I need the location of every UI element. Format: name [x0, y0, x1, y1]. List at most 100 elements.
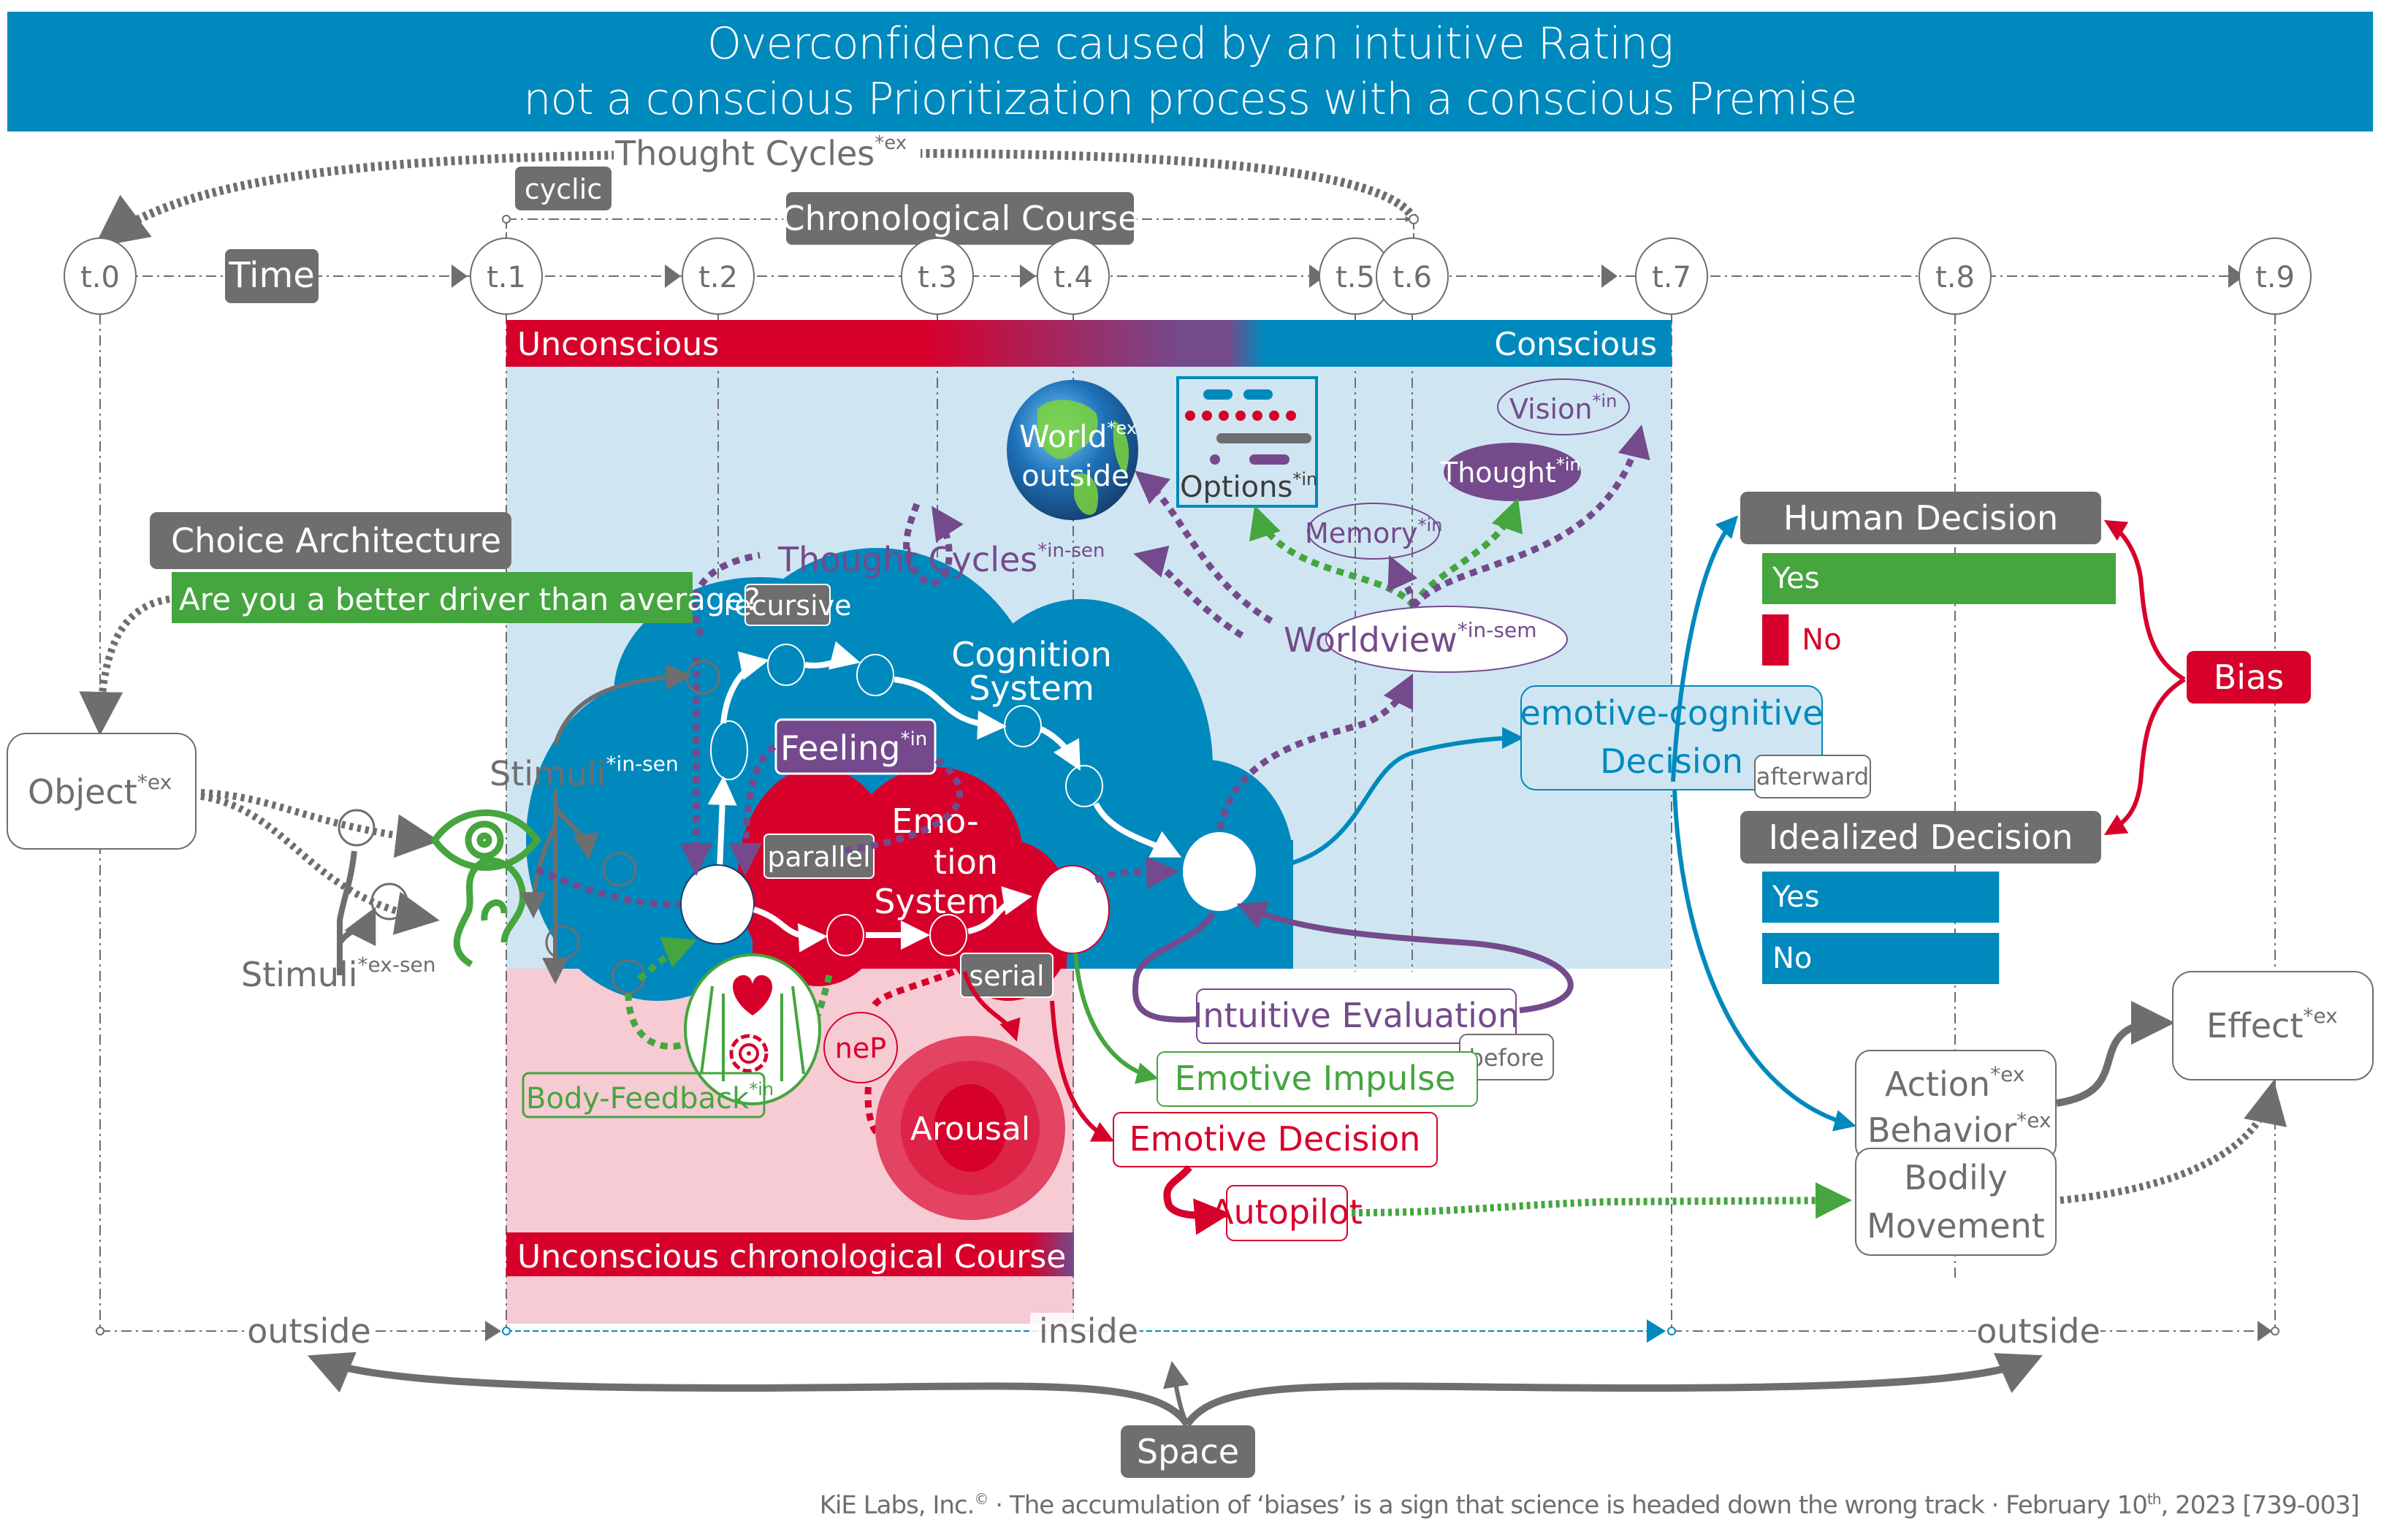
svg-text:recursive: recursive	[724, 590, 852, 622]
eye-icon	[430, 809, 541, 871]
space-brace-arrows	[307, 1352, 2043, 1427]
thought-cycles-in-label: Thought Cycles*in-sen	[777, 540, 1105, 579]
human-decision-header: Human Decision	[1740, 492, 2101, 544]
bias-label: Bias	[2187, 651, 2311, 704]
cognition-flow-arrows	[707, 641, 1182, 870]
svg-text:afterward: afterward	[1756, 763, 1869, 790]
emotive-cognitive-decision-box: emotive-cognitive Decision	[1520, 685, 1824, 790]
bias-to-idealized-arrow	[2103, 677, 2186, 836]
svg-text:Memory*in: Memory*in	[1305, 515, 1442, 549]
body-icon	[684, 953, 821, 1105]
decision-to-autopilot-arrow	[1163, 1164, 1231, 1235]
bodily-movement-box: Bodily Movement	[1855, 1148, 2057, 1256]
bias-to-human-arrow	[2103, 519, 2186, 682]
stimuli-ex-label: Stimuli*ex-sen	[241, 953, 436, 994]
svg-text:Are you a better driver than a: Are you a better driver than average?	[179, 582, 761, 617]
svg-text:Bias: Bias	[2214, 657, 2285, 697]
space-label: Space	[1121, 1425, 1255, 1478]
decision-hub-to-emotive-cognitive	[1256, 727, 1524, 872]
ear-icon	[453, 857, 527, 967]
time-tick-t-6: t.6	[1376, 237, 1449, 315]
svg-text:before: before	[1469, 1044, 1544, 1072]
svg-text:Unconscious chronological Cour: Unconscious chronological Course	[517, 1238, 1066, 1276]
stimuli-in-flows	[520, 663, 693, 985]
svg-text:emotive-cognitive: emotive-cognitive	[1520, 693, 1823, 733]
time-tick-t-0: t.0	[64, 237, 137, 315]
svg-text:Object*ex: Object*ex	[28, 770, 172, 812]
footer-org: KiE Labs, Inc.	[819, 1490, 975, 1520]
svg-text:Worldview*in-sem: Worldview*in-sem	[1284, 618, 1536, 660]
arousal-node: Arousal	[875, 1036, 1065, 1220]
emotive-cognitive-to-action	[1672, 788, 1856, 1132]
options-box: Options*in	[1176, 376, 1318, 508]
svg-text:t.8: t.8	[1935, 261, 1975, 294]
svg-text:t.2: t.2	[698, 261, 738, 294]
nep-flow	[864, 968, 955, 1135]
human-bar-yes	[1762, 553, 2116, 604]
emotion-to-decision-arrow	[1050, 1000, 1115, 1142]
idealized-bar-yes	[1762, 872, 2000, 923]
stimuli-ex-node-eye	[338, 809, 376, 847]
unconscious-label: Unconscious	[517, 326, 719, 363]
stimuli-in-label: Stimuli*in-sen	[489, 752, 679, 793]
heart-icon	[733, 975, 772, 1015]
memory-ellipse: Memory*in	[1305, 503, 1442, 560]
choice-architecture-label: Choice Architecture	[150, 512, 511, 569]
svg-text:Movement: Movement	[1867, 1206, 2045, 1246]
svg-text:Intuitive Evaluation: Intuitive Evaluation	[1193, 996, 1519, 1035]
question-to-object-arrow	[79, 595, 170, 736]
recursive-label: recursive	[724, 584, 852, 626]
time-tick-t-2: t.2	[682, 237, 755, 315]
world-label: World*ex	[1019, 418, 1137, 454]
body-feedback-label: Body-Feedback*in	[522, 1072, 774, 1118]
autopilot-to-bodily-arrow	[1351, 1182, 1852, 1219]
svg-text:Effect*ex: Effect*ex	[2206, 1004, 2338, 1045]
serial-label: serial	[960, 953, 1054, 998]
stimuli-in-nodes	[545, 660, 720, 994]
svg-text:t.5: t.5	[1336, 261, 1375, 294]
consciousness-band	[506, 320, 1672, 367]
title-line-1: Overconfidence caused by an intuitive Ra…	[706, 18, 1674, 69]
thought-ellipse: Thought*in	[1440, 443, 1581, 501]
svg-text:Idealized Decision: Idealized Decision	[1769, 817, 2073, 857]
intuitive-evaluation-box: Intuitive Evaluation	[1193, 988, 1519, 1044]
svg-text:Bodily: Bodily	[1904, 1158, 2008, 1197]
stimuli-hub	[680, 864, 755, 945]
stimuli-to-hub-purple	[536, 866, 680, 908]
arousal-flow	[962, 971, 1021, 1042]
svg-text:Arousal: Arousal	[910, 1110, 1030, 1148]
space-outside-left-label: outside	[247, 1311, 371, 1351]
footer-copyright: ©	[974, 1490, 989, 1508]
idealized-bar-no	[1762, 933, 2000, 984]
world-outside-label: outside	[1021, 460, 1129, 493]
body-feedback-flow	[625, 942, 833, 1063]
worldview-ellipse: Worldview*in-sem	[1284, 606, 1568, 673]
stimuli-ex-node-ear	[370, 883, 408, 920]
stimuli-ex-source-arrows	[337, 850, 373, 975]
svg-text:serial: serial	[969, 960, 1044, 992]
svg-text:Time: Time	[228, 255, 314, 296]
idealized-decision-header: Idealized Decision	[1740, 811, 2101, 864]
thought-cycles-in-loops	[679, 470, 1414, 890]
svg-text:Feeling*in: Feeling*in	[780, 728, 927, 768]
svg-text:Autopilot: Autopilot	[1211, 1192, 1363, 1232]
effect-box: Effect*ex	[2172, 971, 2374, 1080]
intuitive-evaluation-loop	[1132, 906, 1574, 1023]
space-inside-label: inside	[1039, 1311, 1138, 1351]
parallel-label: parallel	[763, 834, 875, 879]
worldview-flows	[1249, 424, 1650, 609]
cyclic-label: cyclic	[515, 167, 612, 210]
question-prompt: Are you a better driver than average?	[172, 572, 761, 623]
time-tick-t-7: t.7	[1635, 237, 1708, 315]
autopilot-box: Autopilot	[1211, 1185, 1363, 1241]
time-tick-t-8: t.8	[1919, 237, 1992, 315]
svg-text:t.9: t.9	[2255, 261, 2295, 294]
action-to-effect-arrow	[2056, 1001, 2175, 1107]
time-tick-t-3: t.3	[901, 237, 974, 315]
svg-text:Thought*in: Thought*in	[1440, 454, 1581, 489]
emotion-to-impulse-arrow	[1073, 953, 1159, 1084]
svg-text:Vision*in: Vision*in	[1509, 391, 1617, 425]
thought-cycles-ex-label: Thought Cycles*ex	[614, 132, 907, 173]
